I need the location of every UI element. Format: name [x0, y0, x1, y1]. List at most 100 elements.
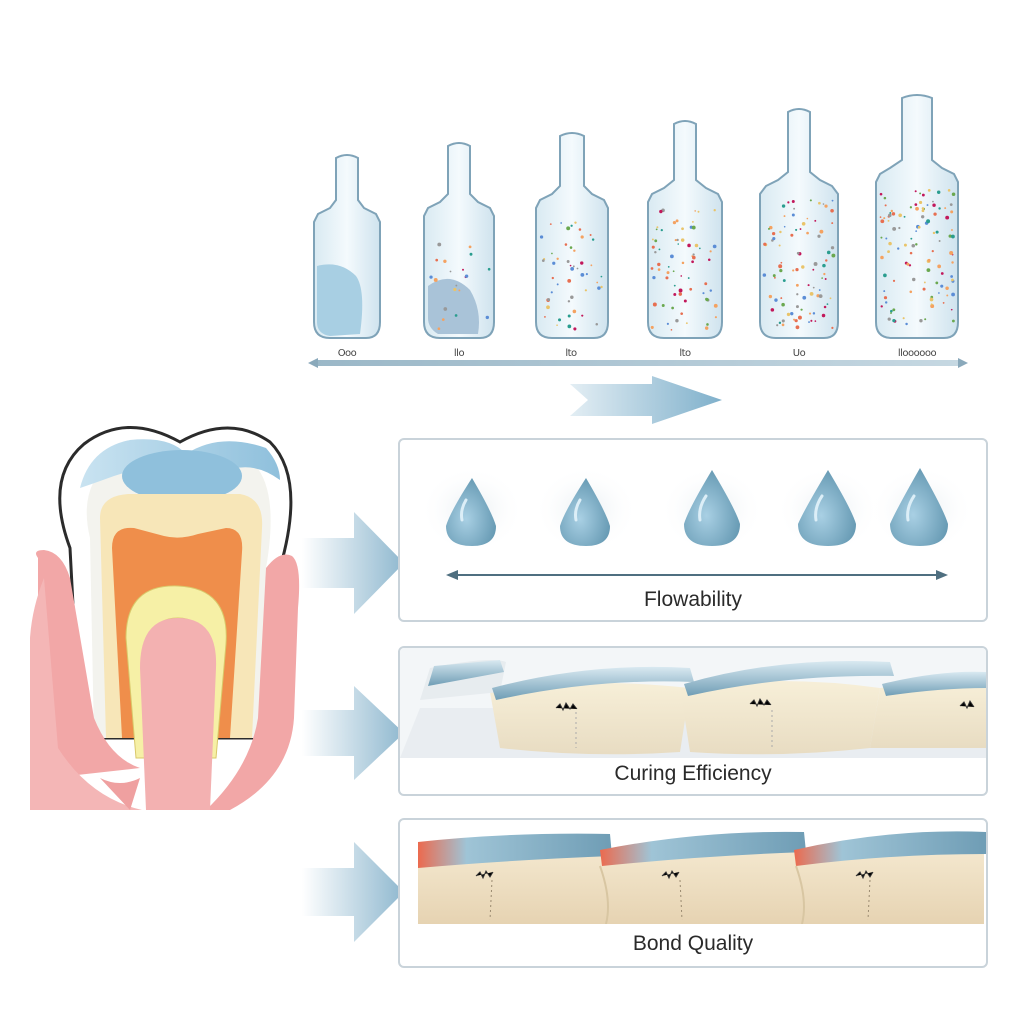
particle	[808, 321, 810, 323]
particle	[665, 276, 669, 280]
particle	[892, 279, 896, 282]
particle	[898, 226, 901, 230]
particle	[462, 268, 464, 271]
particle	[921, 209, 925, 213]
particle	[824, 278, 827, 280]
bottle-4	[647, 120, 723, 339]
particle	[556, 324, 558, 327]
particle	[911, 243, 916, 248]
particle	[772, 237, 776, 241]
particle	[791, 200, 795, 203]
particle	[890, 209, 894, 213]
particle	[681, 227, 684, 231]
particle	[831, 326, 834, 329]
particle	[888, 213, 892, 218]
particle	[694, 243, 699, 248]
bottle-5	[759, 108, 839, 339]
particle	[830, 246, 835, 250]
particle	[888, 241, 892, 246]
particle	[831, 222, 834, 225]
particle	[885, 237, 888, 240]
particle	[948, 234, 952, 238]
particle	[826, 250, 831, 255]
particle	[556, 257, 559, 260]
particle	[655, 228, 658, 231]
particle	[937, 264, 942, 269]
bottle-label-6: lloooooo	[897, 348, 937, 359]
particle	[906, 262, 910, 266]
particle	[709, 250, 712, 253]
particle	[883, 290, 886, 293]
particle	[897, 247, 900, 250]
filler-particles	[429, 189, 956, 331]
particle	[823, 305, 827, 309]
particle	[558, 318, 562, 322]
bottle-label-5: Uo	[792, 348, 806, 359]
particle	[801, 265, 805, 269]
particle	[776, 324, 779, 327]
particle	[567, 324, 572, 329]
particle	[818, 201, 821, 205]
particle	[656, 226, 659, 229]
particle	[892, 319, 896, 323]
particle	[443, 259, 447, 263]
particle	[697, 210, 700, 213]
particle	[585, 273, 588, 276]
particle	[692, 255, 696, 260]
particle	[771, 231, 776, 236]
particle	[674, 238, 677, 242]
particle	[795, 283, 799, 287]
particle	[666, 271, 670, 275]
particle	[650, 267, 654, 270]
particle	[926, 219, 931, 224]
particle	[944, 207, 947, 210]
particle	[945, 286, 949, 290]
particle	[951, 229, 953, 231]
particle	[883, 273, 887, 278]
particle	[659, 209, 663, 214]
particle	[691, 221, 694, 223]
particle	[458, 289, 461, 292]
particle	[539, 235, 544, 239]
particle	[823, 272, 826, 276]
particle	[770, 308, 775, 312]
particle	[691, 260, 694, 264]
bottle-1	[313, 154, 381, 339]
particle	[883, 296, 888, 300]
particle	[806, 231, 809, 235]
particle	[818, 289, 821, 291]
particle	[905, 322, 908, 326]
particle	[590, 264, 593, 267]
particle	[800, 308, 803, 311]
particle	[676, 238, 679, 242]
particle	[932, 200, 934, 203]
particle	[921, 207, 925, 210]
particle	[813, 262, 818, 266]
droplet-3	[684, 470, 740, 546]
particle	[949, 250, 954, 255]
particle	[596, 281, 599, 284]
particle	[441, 318, 445, 321]
particle	[794, 319, 798, 323]
particle	[921, 215, 925, 219]
particle	[685, 322, 688, 325]
particle	[712, 244, 717, 249]
particle	[809, 292, 814, 296]
particle	[437, 327, 441, 331]
particle	[880, 219, 885, 224]
particle	[774, 298, 778, 302]
particle	[702, 292, 705, 295]
particle	[657, 262, 661, 267]
particle	[773, 276, 776, 279]
particle	[549, 223, 552, 226]
particle	[681, 261, 685, 265]
particle	[699, 247, 701, 250]
particle	[551, 252, 553, 255]
particle	[810, 319, 813, 322]
particle	[550, 291, 553, 294]
particle	[580, 235, 584, 239]
particle	[927, 258, 931, 262]
bond-illustration	[418, 831, 986, 924]
particle	[915, 243, 918, 246]
particle	[951, 278, 954, 282]
